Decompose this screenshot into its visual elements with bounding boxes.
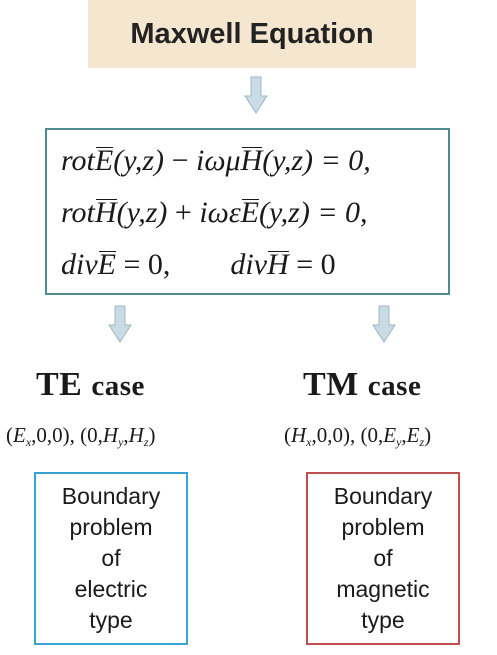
- equation-line-1: rotE(y,z) − iωμH(y,z) = 0,: [61, 144, 371, 177]
- title-box: Maxwell Equation: [88, 0, 416, 68]
- tm-box-line: problem: [341, 514, 425, 540]
- equations-box: rotE(y,z) − iωμH(y,z) = 0, rotH(y,z) + i…: [45, 128, 450, 295]
- te-boundary-problem-box: Boundary problem of electric type: [34, 472, 188, 645]
- tm-box-line: magnetic: [336, 576, 430, 602]
- te-box-line: type: [89, 607, 133, 633]
- te-box-line: Boundary: [61, 483, 161, 509]
- te-box-line: problem: [69, 514, 153, 540]
- down-arrow-right-icon: [372, 305, 396, 343]
- tm-box-line: Boundary: [333, 483, 433, 509]
- te-field-components: (Ex,0,0), (0,Hy,Hz): [6, 423, 156, 449]
- tm-case-title: TM case: [303, 366, 422, 403]
- te-box-line: of: [101, 545, 121, 571]
- equation-line-2: rotH(y,z) + iωεE(y,z) = 0,: [61, 196, 368, 229]
- down-arrow-icon: [244, 76, 268, 114]
- page-title: Maxwell Equation: [130, 17, 374, 50]
- tm-boundary-problem-box: Boundary problem of magnetic type: [306, 472, 460, 645]
- down-arrow-left-icon: [108, 305, 132, 343]
- tm-field-components: (Hx,0,0), (0,Ey,Ez): [284, 423, 432, 449]
- tm-box-line: type: [361, 607, 405, 633]
- te-case-title: TE case: [36, 366, 145, 403]
- tm-box-line: of: [373, 545, 393, 571]
- equation-line-3: divE = 0,divH = 0: [61, 248, 336, 281]
- te-box-line: electric: [74, 576, 148, 602]
